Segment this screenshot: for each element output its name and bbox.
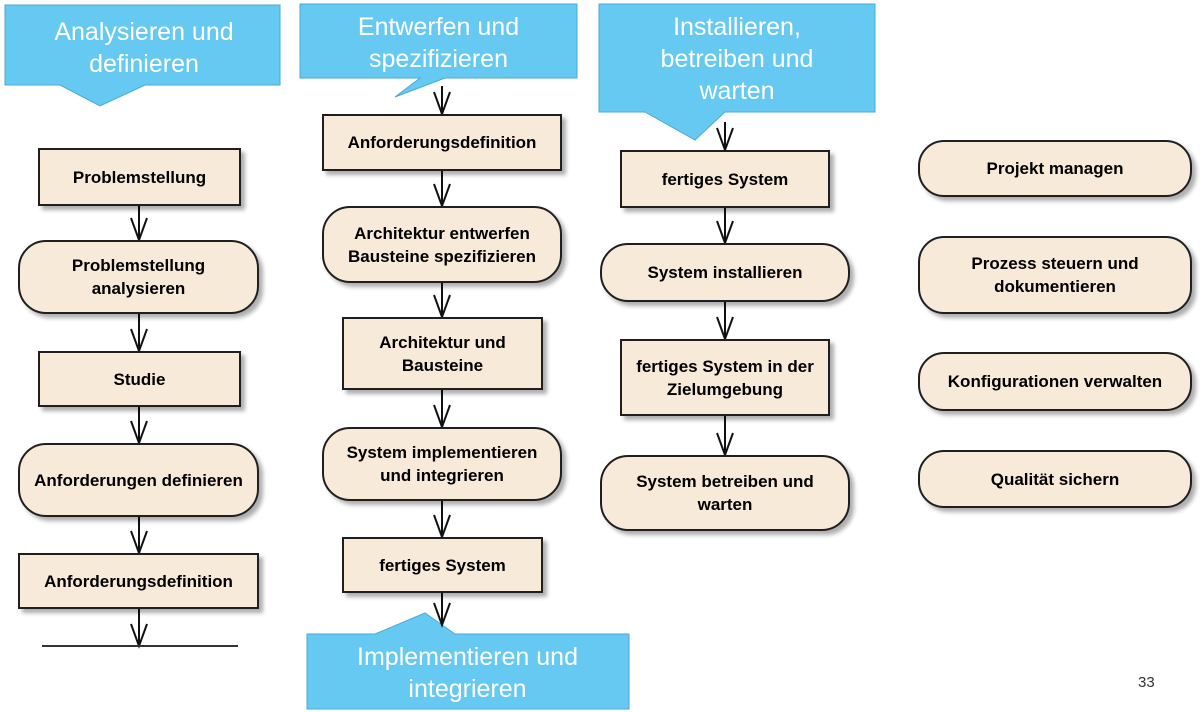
activity-projekt-managen[interactable]: Projekt managen bbox=[918, 140, 1192, 197]
activity-problemstellung-analysieren[interactable]: Problemstellung analysieren bbox=[18, 240, 259, 314]
object-anforderungsdefinition-2[interactable]: Anforderungsdefinition bbox=[322, 114, 562, 171]
flow-arrow bbox=[130, 206, 148, 243]
page-number: 33 bbox=[1138, 674, 1155, 691]
callout-shape-entwerfen bbox=[299, 3, 578, 98]
callout-implementieren-integrieren: Implementieren und integrieren bbox=[357, 643, 578, 703]
object-fertiges-system-zielumgebung[interactable]: fertiges System in der Zielumgebung bbox=[620, 339, 830, 416]
callout-shape-installieren bbox=[598, 3, 876, 141]
flow-arrow bbox=[130, 609, 148, 649]
object-architektur-bausteine[interactable]: Architektur und Bausteine bbox=[342, 317, 543, 390]
activity-system-implementieren[interactable]: System implementieren und integrieren bbox=[322, 427, 562, 501]
flow-arrow bbox=[130, 517, 148, 556]
flow-arrow bbox=[716, 302, 734, 342]
activity-architektur-entwerfen[interactable]: Architektur entwerfen Bausteine spezifiz… bbox=[322, 206, 562, 283]
flow-arrow bbox=[130, 407, 148, 446]
activity-qualitaet-sichern[interactable]: Qualität sichern bbox=[918, 450, 1192, 508]
callout-analysieren-definieren: Analysieren und definieren bbox=[54, 18, 234, 78]
flow-arrow bbox=[433, 86, 451, 117]
callout-shape-implementieren bbox=[306, 612, 630, 710]
flow-arrow bbox=[433, 501, 451, 540]
activity-konfigurationen-verwalten[interactable]: Konfigurationen verwalten bbox=[918, 352, 1192, 411]
flow-arrow bbox=[130, 314, 148, 354]
activity-system-installieren[interactable]: System installieren bbox=[600, 243, 850, 302]
object-anforderungsdefinition-1[interactable]: Anforderungsdefinition bbox=[18, 553, 259, 609]
callout-shape-analysieren bbox=[4, 4, 281, 107]
object-fertiges-system-2[interactable]: fertiges System bbox=[620, 150, 830, 208]
activity-prozess-steuern[interactable]: Prozess steuern und dokumentieren bbox=[918, 236, 1192, 314]
object-studie[interactable]: Studie bbox=[38, 351, 241, 407]
activity-anforderungen-definieren[interactable]: Anforderungen definieren bbox=[18, 443, 259, 517]
object-fertiges-system-1[interactable]: fertiges System bbox=[342, 537, 543, 593]
flow-arrow bbox=[433, 593, 451, 628]
flow-arrow bbox=[716, 416, 734, 458]
flow-arrow bbox=[433, 283, 451, 320]
callout-installieren-betreiben-warten: Installieren, betreiben und warten bbox=[660, 13, 814, 105]
flow-arrow bbox=[433, 171, 451, 209]
activity-system-betreiben[interactable]: System betreiben und warten bbox=[600, 455, 850, 531]
flow-arrow bbox=[433, 390, 451, 430]
callout-entwerfen-spezifizieren: Entwerfen und spezifizieren bbox=[357, 13, 520, 73]
flow-arrow bbox=[716, 122, 734, 153]
flow-arrow bbox=[716, 208, 734, 246]
object-problemstellung[interactable]: Problemstellung bbox=[38, 148, 241, 206]
